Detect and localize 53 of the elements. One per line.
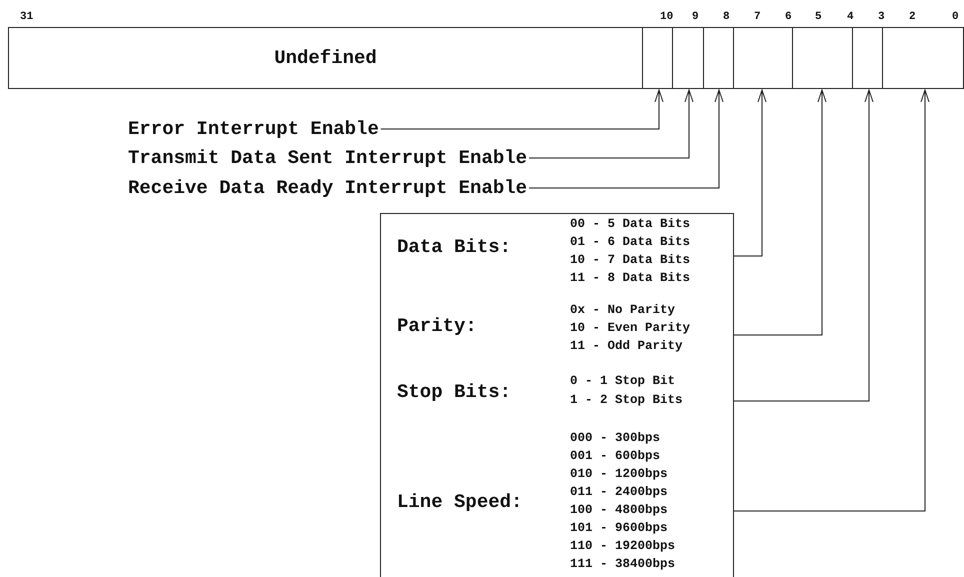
register-bit-field (703, 27, 734, 89)
register-field (8, 27, 643, 89)
table-row (380, 213, 734, 299)
arrow (734, 90, 826, 336)
value-line: 00 - 5 Data Bits (570, 217, 690, 231)
value-line: 1 - 2 Stop Bits (570, 393, 683, 407)
register-bit-field (642, 27, 673, 89)
arrow (380, 90, 664, 130)
value-line: 01 - 6 Data Bits (570, 235, 690, 249)
field-name: Stop Bits: (397, 381, 512, 403)
value-line: 0 - 1 Stop Bit (570, 374, 676, 388)
arrow (528, 90, 724, 188)
bit-number: 2 (909, 11, 916, 23)
value-line: 111 - 38400bps (570, 557, 676, 571)
bit-description: Error Interrupt Enable (128, 118, 379, 140)
value-line: 001 - 600bps (570, 449, 660, 463)
arrow (734, 90, 874, 402)
register-bit-field (672, 27, 704, 89)
bit-number: 4 (847, 11, 854, 23)
value-line: 110 - 19200bps (570, 539, 676, 553)
value-line: 011 - 2400bps (570, 485, 668, 499)
arrow (528, 90, 694, 158)
bit-number: 0 (952, 11, 959, 23)
bit-description: Receive Data Ready Interrupt Enable (128, 177, 528, 199)
field-name: Data Bits: (397, 236, 512, 258)
bit-description: Transmit Data Sent Interrupt Enable (128, 147, 528, 169)
bit-number: 31 (20, 11, 34, 23)
value-line: 10 - Even Parity (570, 321, 690, 335)
bit-number: 3 (878, 11, 885, 23)
value-line: 10 - 7 Data Bits (570, 253, 690, 267)
register-bit-field (733, 27, 793, 89)
bit-number: 9 (692, 11, 699, 23)
bit-number: 6 (785, 11, 792, 23)
register-bit-field (882, 27, 964, 89)
bit-number: 5 (815, 11, 822, 23)
bit-number: 7 (754, 11, 761, 23)
value-line: 000 - 300bps (570, 431, 660, 445)
field-name: Line Speed: (397, 491, 522, 513)
value-line: 100 - 4800bps (570, 503, 668, 517)
field-name: Undefined (274, 47, 377, 69)
table-row (380, 425, 734, 577)
arrow (734, 90, 766, 256)
register-bit-field (852, 27, 883, 89)
value-line: 11 - 8 Data Bits (570, 271, 690, 285)
value-line: 010 - 1200bps (570, 467, 668, 481)
register-bit-field (792, 27, 853, 89)
value-line: 101 - 9600bps (570, 521, 668, 535)
value-line: 0x - No Parity (570, 303, 676, 317)
bit-number: 10 (660, 11, 674, 23)
bit-number: 8 (723, 11, 730, 23)
value-line: 11 - Odd Parity (570, 339, 683, 353)
field-name: Parity: (397, 315, 477, 337)
arrow (734, 90, 930, 512)
